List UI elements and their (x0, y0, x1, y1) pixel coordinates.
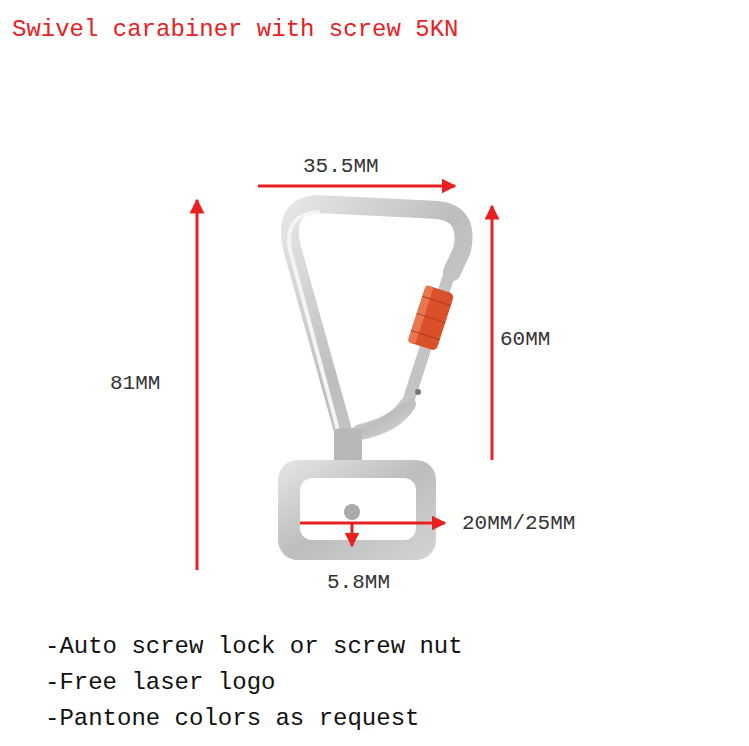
feature-note: -Pantone colors as request (45, 705, 419, 733)
length-arrow (196, 200, 199, 570)
dimension-label: 35.5MM (303, 155, 379, 179)
width-arrow (258, 185, 455, 188)
dimension-label: 81MM (110, 372, 160, 396)
dimension-label: 5.8MM (327, 571, 390, 595)
ring-arrow (300, 522, 445, 525)
dimension-label: 20MM/25MM (462, 512, 575, 536)
feature-note: -Auto screw lock or screw nut (45, 633, 463, 661)
feature-note: -Free laser logo (45, 669, 275, 697)
dimension-label: 60MM (500, 328, 550, 352)
height-arrow (491, 206, 494, 460)
heading: Swivel carabiner with screw 5KN (12, 16, 458, 44)
thickness-arrow (351, 523, 354, 546)
